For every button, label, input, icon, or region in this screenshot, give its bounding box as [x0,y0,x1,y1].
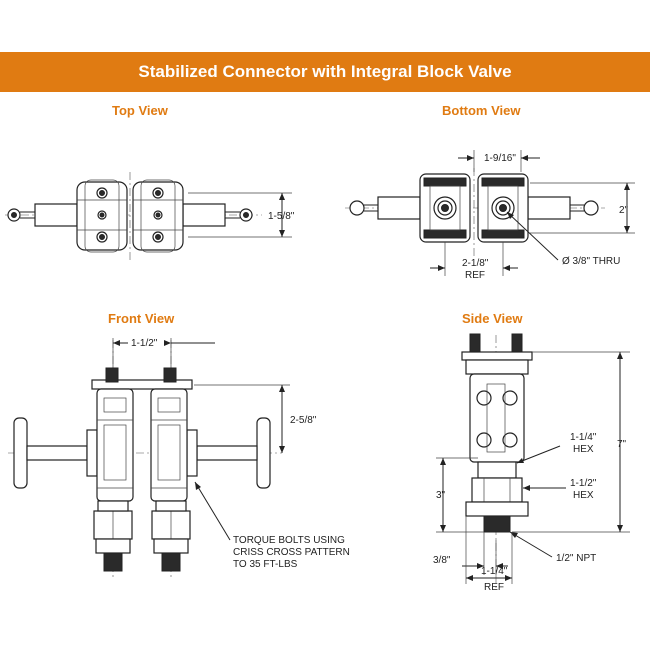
side-ref-label: REF [484,582,504,593]
top-view-title: Top View [112,103,168,118]
front-note-line2: CRISS CROSS PATTERN [233,547,350,558]
front-view-drawing: 1-1/2" 2-5/8" TORQUE BOLTS USING CRISS C… [8,338,350,580]
side-view-drawing: 7" 1-1/4" HEX 1-1/2" HEX 3" 1/2" NPT 3/8… [433,333,630,593]
bottom-ref-label: REF [465,270,485,281]
front-dim-height: 2-5/8" [290,415,317,426]
top-view-drawing: 1-5/8" [5,172,295,262]
bottom-view-title: Bottom View [442,103,521,118]
bottom-ref-dim: 2-1/8" [462,258,489,269]
side-npt: 1/2" NPT [556,553,596,564]
bottom-dim-height: 2" [619,205,629,216]
top-dim-height: 1-5/8" [268,211,295,222]
bottom-dim-width: 1-9/16" [484,153,516,164]
front-view-title: Front View [108,311,175,326]
bottom-thru-hole: Ø 3/8" THRU [562,256,620,267]
bottom-view-drawing: 1-9/16" 2" 2-1/8" REF Ø 3/8" THRU [345,150,635,281]
side-hex2-label: HEX [573,490,594,501]
side-view-title: Side View [462,311,523,326]
title-banner: Stabilized Connector with Integral Block… [0,52,650,92]
side-hex1-label: HEX [573,444,594,455]
side-dim-total: 7" [617,439,627,450]
side-dim-offset: 3/8" [433,555,451,566]
side-hex1-size: 1-1/4" [570,432,597,443]
side-dim-height: 3" [436,490,446,501]
page-title: Stabilized Connector with Integral Block… [138,62,512,81]
side-ref-dim: 1-1/4" [481,566,508,577]
front-dim-width: 1-1/2" [131,338,158,349]
front-note-line3: TO 35 FT-LBS [233,559,298,570]
front-note-line1: TORQUE BOLTS USING [233,535,345,546]
side-hex2-size: 1-1/2" [570,478,597,489]
